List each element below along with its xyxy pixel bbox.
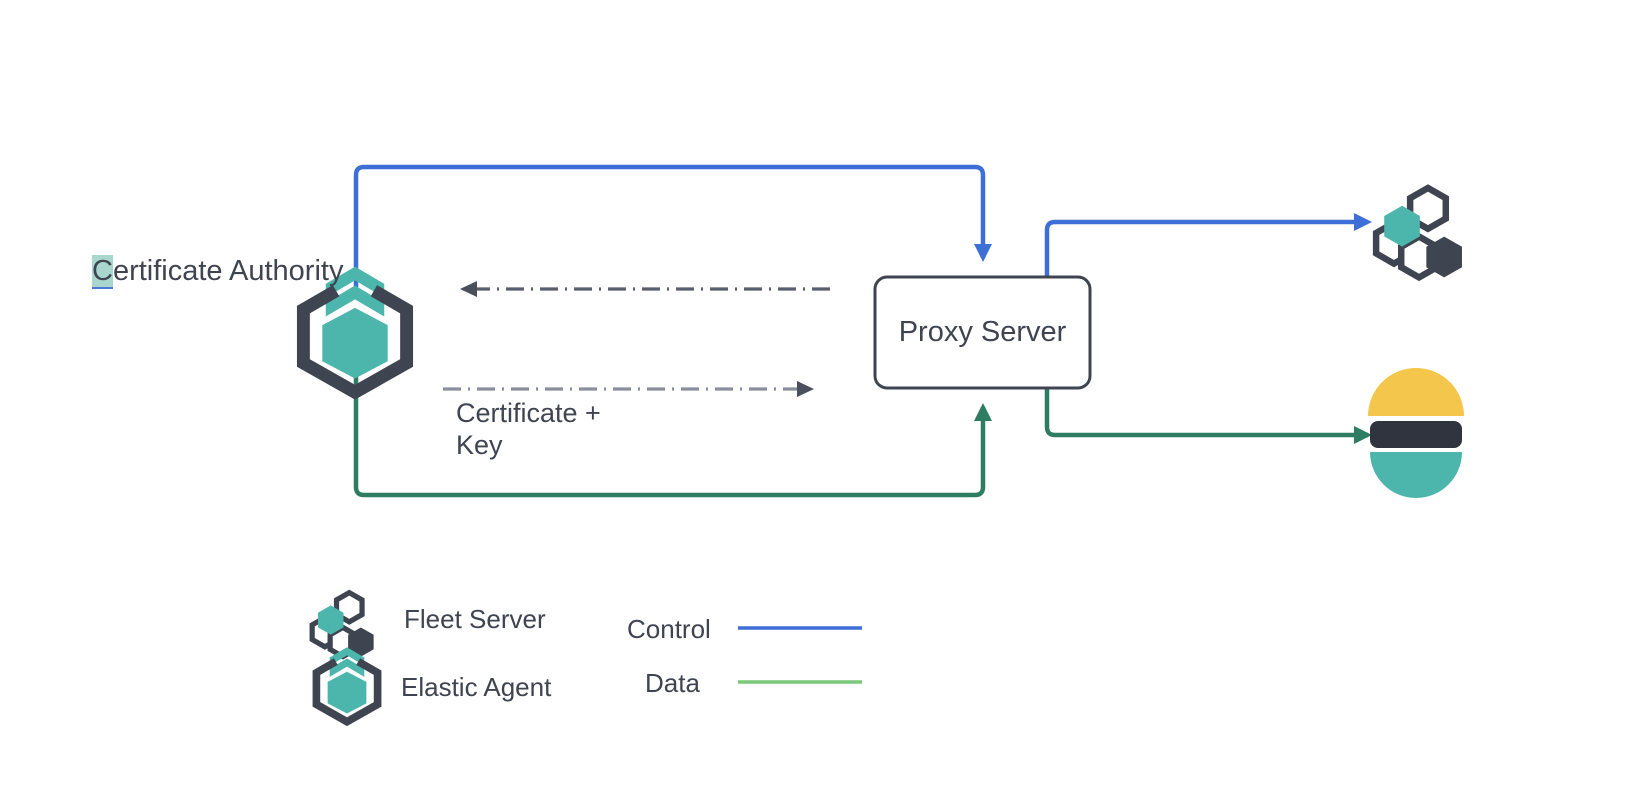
certificate-key-line1: Certificate + [456, 398, 601, 428]
fleet-server-icon [1372, 184, 1462, 282]
certificate-authority-highlight: C [92, 255, 113, 287]
elasticsearch-icon [1368, 368, 1464, 498]
proxy-server-label: Proxy Server [898, 316, 1067, 348]
legend-label-elastic-agent: Elastic Agent [401, 672, 552, 702]
legend-label-data: Data [645, 668, 700, 698]
certificate-authority-label: Certificate Authority [92, 254, 343, 288]
legend-elastic-agent-icon [312, 647, 382, 727]
edge-agent-to-proxy-data [353, 375, 992, 498]
edge-agent-to-proxy-control [353, 164, 992, 290]
certificate-authority-label-rest: ertificate Authority [112, 255, 344, 287]
legend-label-fleet-server: Fleet Server [404, 604, 546, 634]
certificate-key-line2: Key [456, 429, 503, 460]
elastic-agent-icon [296, 266, 414, 400]
certificate-key-edge-label: Certificate +Key [456, 398, 601, 462]
legend-fleet-server-icon [309, 589, 374, 660]
legend-label-control: Control [627, 614, 711, 644]
edge-proxy-to-fleet-control [1044, 213, 1372, 277]
edge-proxy-to-elasticsearch-data [1044, 388, 1372, 444]
proxy-server-box[interactable] [873, 275, 1092, 390]
